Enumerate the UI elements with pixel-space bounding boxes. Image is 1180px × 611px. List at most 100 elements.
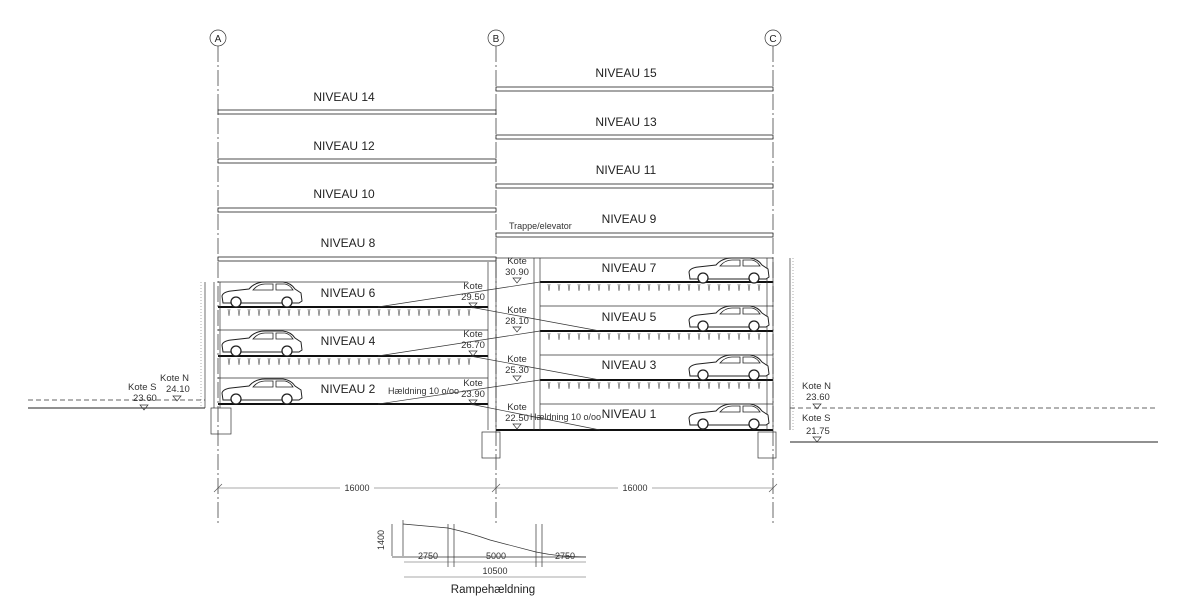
ramp-line	[469, 306, 601, 332]
ramps	[377, 281, 601, 431]
car-wheel	[748, 369, 760, 381]
beam-tick	[627, 381, 631, 390]
kote-east: Kote N 23.60 Kote S 21.75	[802, 381, 831, 443]
upper-slabs	[217, 86, 774, 262]
beam-tick	[307, 357, 311, 366]
car-wheel	[230, 296, 242, 308]
car-window	[275, 283, 294, 291]
beam-tick	[557, 381, 561, 390]
car-icon	[688, 305, 770, 332]
ramp-title: Rampehældning	[451, 584, 535, 596]
beam-tick	[597, 332, 601, 341]
beam-tick	[737, 381, 741, 390]
beam-tick	[347, 357, 351, 366]
footing	[757, 431, 777, 459]
kote-value: 30.90	[505, 267, 529, 278]
ramp-seg-3: 2750	[555, 551, 575, 561]
kote-triangle-icon	[139, 404, 149, 411]
beam-tick	[437, 357, 441, 366]
car-wheel	[697, 418, 709, 430]
car-icon	[221, 281, 303, 308]
kote-label: Kote	[507, 256, 527, 267]
level-label: NIVEAU 6	[321, 286, 376, 300]
kote-west-n-label: Kote N	[160, 373, 189, 384]
beam-tick	[417, 308, 421, 317]
level-label: NIVEAU 9	[602, 212, 657, 226]
beam-tick	[357, 308, 361, 317]
cars	[221, 257, 770, 430]
kote-triangle-icon	[812, 436, 822, 443]
structure	[200, 258, 794, 459]
kote-label: Kote	[507, 305, 527, 316]
beam-tick	[727, 283, 731, 292]
beam-tick	[397, 308, 401, 317]
kote-triangle-icon	[468, 350, 478, 357]
beam-tick	[757, 381, 761, 390]
car-window	[252, 332, 274, 340]
car-wheel	[697, 369, 709, 381]
beam-tick	[557, 332, 561, 341]
trappe-label: Trappe/elevator	[509, 221, 572, 231]
level-label: NIVEAU 5	[602, 310, 657, 324]
kote-west: Kote S 23.60 Kote N 24.10	[128, 373, 190, 411]
beam-tick	[587, 381, 591, 390]
kote-triangle-icon	[172, 395, 182, 402]
car-wheel	[281, 393, 293, 405]
slab-left	[217, 158, 497, 164]
ramp-line	[377, 330, 541, 357]
beam-tick	[237, 308, 241, 317]
ramp-line	[377, 281, 541, 308]
beam-tick	[357, 357, 361, 366]
car-wheel	[230, 345, 242, 357]
level-label: NIVEAU 8	[321, 236, 376, 250]
kote-east-s-value: 21.75	[806, 426, 830, 437]
beam-tick	[717, 283, 721, 292]
kote-value: 28.10	[505, 316, 529, 327]
footing	[481, 431, 501, 459]
ramp-line	[469, 403, 601, 431]
beam-tick	[547, 381, 551, 390]
beam-tick	[637, 381, 641, 390]
beam-tick	[607, 283, 611, 292]
beam-tick	[457, 308, 461, 317]
car-icon	[688, 403, 770, 430]
beam-tick	[637, 283, 641, 292]
slab-right	[495, 232, 774, 238]
beam-tick	[447, 357, 451, 366]
beam-tick	[697, 283, 701, 292]
dim-tick	[768, 483, 778, 493]
beam-tick	[267, 357, 271, 366]
beam-tick	[647, 332, 651, 341]
beam-tick	[647, 381, 651, 390]
beam-tick	[407, 357, 411, 366]
beam-tick	[717, 381, 721, 390]
level-label: NIVEAU 12	[313, 139, 375, 153]
level-label: NIVEAU 4	[321, 334, 376, 348]
car-window	[719, 307, 741, 315]
beam-tick	[667, 381, 671, 390]
beam-tick	[267, 308, 271, 317]
level-label: NIVEAU 3	[602, 358, 657, 372]
beam-tick	[367, 357, 371, 366]
beam-tick	[687, 381, 691, 390]
beam-tick	[287, 308, 291, 317]
beam-tick	[227, 308, 231, 317]
car-window	[252, 380, 274, 388]
car-wheel	[697, 320, 709, 332]
beam-tick	[367, 308, 371, 317]
beam-tick	[327, 308, 331, 317]
beam-tick	[227, 357, 231, 366]
kote-label: Kote	[463, 329, 483, 340]
beam-tick	[297, 357, 301, 366]
level-label: NIVEAU 7	[602, 261, 657, 275]
beam-tick	[727, 381, 731, 390]
car-wheel	[748, 418, 760, 430]
ramp-line	[377, 379, 541, 405]
car-icon	[688, 257, 770, 284]
beam-tick	[597, 283, 601, 292]
kote-center-markers: Kote30.90Kote29.50Kote28.10Kote26.70Kote…	[461, 256, 529, 430]
beam-tick	[377, 357, 381, 366]
beam-tick	[687, 283, 691, 292]
kote-east-n-label: Kote N	[802, 381, 831, 392]
